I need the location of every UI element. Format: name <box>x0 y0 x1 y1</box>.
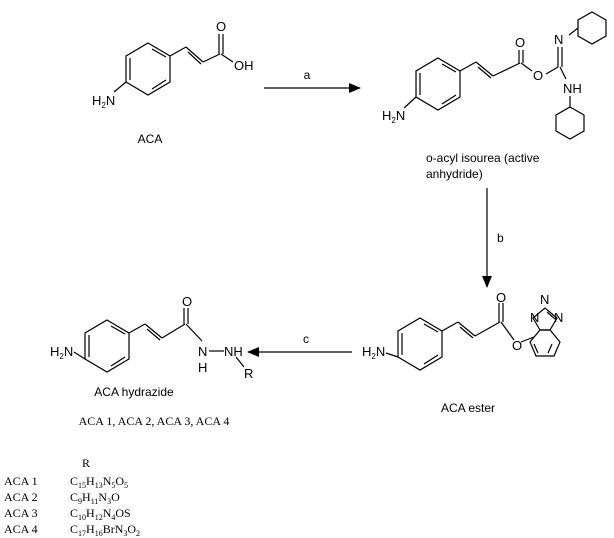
arrow-c-label: c <box>303 332 309 346</box>
table-row-formula: C15H13N5O5 <box>70 474 128 490</box>
table-row-formula: C9H11N3O <box>70 490 120 506</box>
isourea-label-line2: anhydride) <box>426 167 483 181</box>
ester-carbonyl-o: O <box>496 290 506 305</box>
r-group: R <box>244 366 253 381</box>
derivative-list: ACA 1, ACA 2, ACA 3, ACA 4 <box>79 414 230 428</box>
aca-label: ACA <box>138 132 163 146</box>
isourea-structure: O O N NH H2N o-acyl isourea (active anhy… <box>382 11 607 181</box>
carbonyl-o: O <box>216 19 226 34</box>
arrow-a-label: a <box>304 68 311 82</box>
table-row-formula: C17H16BrN3O2 <box>70 522 140 538</box>
ester-link-o: O <box>512 338 522 353</box>
table-row-name: ACA 1 <box>4 474 38 488</box>
hydrazide-carbonyl-o: O <box>182 294 192 309</box>
table-header: R <box>82 456 90 470</box>
triazole-n3: N <box>554 310 563 325</box>
isourea-label-line1: o-acyl isourea (active <box>426 151 540 165</box>
hydrazide-amine: H2N <box>50 344 73 361</box>
ester-structure: O O N N N H2N ACA ester <box>362 290 563 415</box>
triazole-n1: N <box>530 310 539 325</box>
hydrazide-n1: N <box>198 344 207 359</box>
table-row-name: ACA 2 <box>4 490 38 504</box>
arrow-b-label: b <box>497 231 504 245</box>
hydrazide-h1: H <box>198 360 207 375</box>
imine-n: N <box>554 32 563 47</box>
ester-amine: H2N <box>362 344 385 361</box>
triazole-n2: N <box>540 292 549 307</box>
hydrazide-structure: O N H NH R H2N ACA hydrazide ACA 1, ACA … <box>50 294 253 428</box>
amine-group: H2N <box>92 93 115 110</box>
isourea-nh: NH <box>563 81 582 96</box>
hydroxyl-group: OH <box>234 58 254 73</box>
isourea-carbonyl-o: O <box>515 35 525 50</box>
isourea-ester-o: O <box>533 68 543 83</box>
ester-label: ACA ester <box>441 401 495 415</box>
aca-structure: O OH H2N ACA <box>92 19 254 146</box>
hydrazide-nh: NH <box>224 344 243 359</box>
table-row-formula: C10H12N4OS <box>70 506 131 522</box>
isourea-amine: H2N <box>382 108 405 125</box>
table-row-name: ACA 3 <box>4 506 38 520</box>
table-row-name: ACA 4 <box>4 522 38 536</box>
hydrazide-label: ACA hydrazide <box>94 385 174 399</box>
